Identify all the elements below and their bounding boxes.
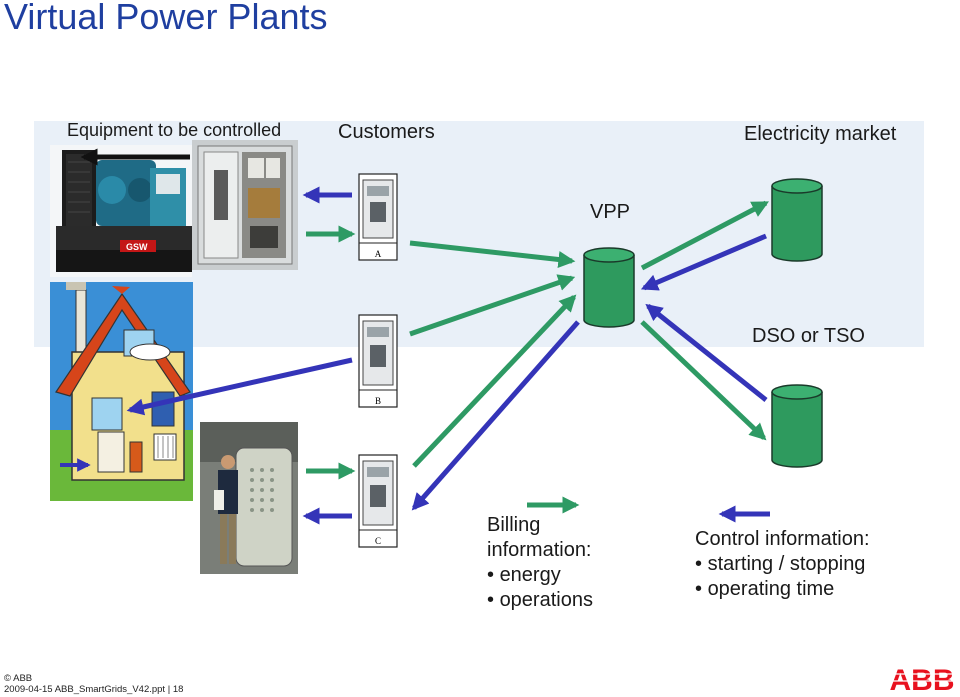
control-arrow-vpp-to-c [411, 320, 580, 511]
dso-tso-database-icon [771, 384, 823, 468]
industrial-equipment-image [200, 422, 298, 574]
dso-tso-label: DSO or TSO [752, 325, 865, 347]
abb-logo-text: ABB [890, 665, 955, 693]
generator-image: GSW [50, 145, 192, 277]
abb-logo: ABB [888, 665, 956, 693]
generator-brand: GSW [126, 242, 148, 252]
electricity-market-label: Electricity market [744, 123, 897, 145]
billing-arrow-b-to-vpp [409, 274, 576, 337]
billing-arrow-vpp-to-market [640, 200, 770, 271]
control-legend-item: starting / stopping [695, 552, 870, 577]
billing-legend-item: operations [487, 588, 593, 613]
footer-file-info: 2009-04-15 ABB_SmartGrids_V42.ppt | 18 [4, 684, 184, 695]
control-arrow-dso-to-vpp [645, 303, 768, 402]
meter-c: C [358, 454, 398, 548]
vpp-database-icon [583, 247, 635, 328]
billing-arrow-c-to-vpp [412, 294, 577, 468]
control-arrow-meter-b-house [126, 357, 353, 416]
control-arrow-market-to-vpp [640, 233, 767, 291]
control-legend: Control information: starting / stopping… [695, 527, 870, 602]
billing-legend-item: energy [487, 563, 593, 588]
electricity-market-database-icon [771, 178, 823, 262]
house-illustration [50, 282, 193, 501]
billing-legend-heading-2: information: [487, 539, 592, 561]
meter-a-label: A [375, 249, 382, 259]
billing-arrow-vpp-to-dso [640, 320, 767, 441]
billing-legend-heading: Billing [487, 514, 541, 536]
meter-b-label: B [375, 396, 381, 406]
vpp-label: VPP [590, 201, 631, 223]
billing-legend: Billing information: energy operations [487, 513, 593, 613]
slide-footer: © ABB 2009-04-15 ABB_SmartGrids_V42.ppt … [4, 673, 183, 695]
control-cabinet-image [192, 140, 298, 270]
slide-title: Virtual Power Plants [4, 0, 328, 37]
meter-b: B [358, 314, 398, 408]
control-legend-item: operating time [695, 577, 870, 602]
meter-a: A [358, 173, 398, 261]
customers-label: Customers [338, 121, 435, 143]
billing-arrow-a-to-vpp [409, 240, 576, 268]
copyright-text: © ABB [4, 673, 33, 684]
meter-c-label: C [375, 536, 381, 546]
control-legend-heading: Control information: [695, 528, 870, 550]
flow-arrows [80, 148, 770, 525]
equipment-label: Equipment to be controlled [67, 120, 282, 140]
